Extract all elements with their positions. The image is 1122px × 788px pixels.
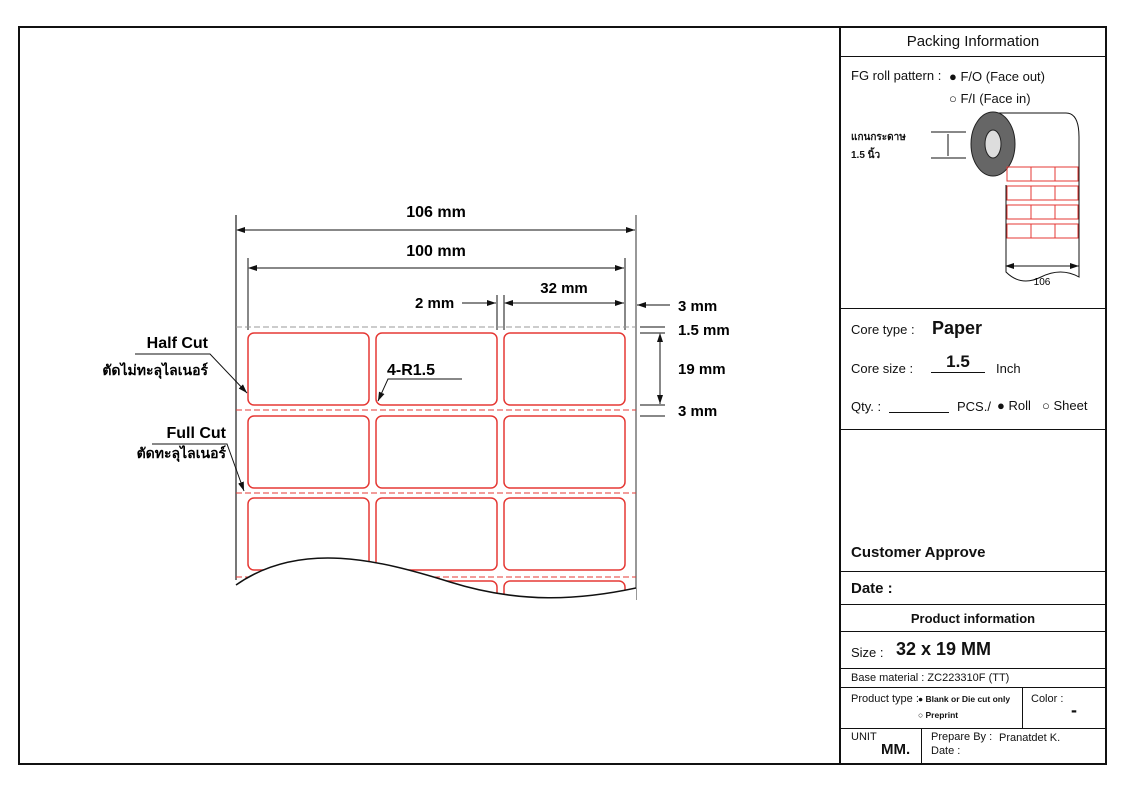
- die-cut-label: [503, 415, 626, 489]
- radio-sheet[interactable]: ○ Sheet: [1042, 398, 1088, 413]
- dim-print-width: 100 mm: [406, 243, 466, 260]
- size-label: Size :: [851, 645, 884, 660]
- die-cut-label: [375, 497, 498, 571]
- full-cut-label: Full Cut: [166, 425, 226, 442]
- die-cut-label: [503, 332, 626, 406]
- core-size-value[interactable]: 1.5: [931, 352, 985, 373]
- dim-label-width: 32 mm: [540, 280, 588, 297]
- roll-label: Roll: [1008, 398, 1031, 413]
- core-label-thai: แกนกระดาษ: [851, 132, 906, 143]
- unit-value: MM.: [881, 741, 911, 758]
- die-cut-label: [247, 332, 370, 406]
- dim-total-width: 106 mm: [406, 204, 466, 221]
- size-row: Size : 32 x 19 MM: [841, 632, 1105, 669]
- qty-field[interactable]: [889, 412, 949, 413]
- radio-roll[interactable]: ● Roll: [997, 398, 1031, 413]
- packing-title: Packing Information: [906, 33, 1040, 50]
- prepare-by-label: Prepare By :: [931, 731, 993, 743]
- dim-side-margin: 3 mm: [678, 298, 717, 315]
- dim-top-margin: 1.5 mm: [678, 322, 730, 339]
- preprint-label: Preprint: [925, 710, 959, 720]
- die-cut-label: [503, 497, 626, 571]
- approve-date-row: Date :: [841, 572, 1105, 605]
- roll-width-label: 106: [1034, 277, 1051, 288]
- drawing-frame: [18, 26, 1107, 765]
- info-panel: Packing Information FG roll pattern : ● …: [839, 26, 1105, 763]
- core-type-value: Paper: [932, 318, 983, 338]
- approve-date-label: Date :: [851, 580, 893, 597]
- half-cut-label: Half Cut: [147, 335, 209, 352]
- customer-approve-label: Customer Approve: [851, 544, 986, 561]
- core-section: Core type : Paper Core size : 1.5 Inch Q…: [841, 309, 1105, 430]
- product-header: Product information: [841, 605, 1105, 632]
- prepare-by-value: Pranatdet K.: [999, 732, 1061, 744]
- face-in-label: F/I (Face in): [960, 91, 1031, 106]
- core-size-label: Core size :: [851, 361, 914, 376]
- tear-edge: [235, 557, 637, 599]
- dim-row-gap: 3 mm: [678, 403, 717, 420]
- customer-approve-section: Customer Approve: [841, 430, 1105, 572]
- unit-row: UNIT MM. Prepare By : Pranatdet K. Date …: [841, 729, 1105, 763]
- corner-radius-note: 4-R1.5: [387, 362, 435, 379]
- product-type-row: Product type : ● Blank or Die cut only ○…: [841, 688, 1105, 729]
- radio-face-in[interactable]: ○ F/I (Face in): [949, 91, 1031, 106]
- pcs-label: PCS./: [957, 399, 991, 414]
- core-type-label: Core type :: [851, 322, 915, 337]
- dim-gap: 2 mm: [415, 295, 454, 312]
- packing-section: FG roll pattern : ● F/O (Face out) ○ F/I…: [841, 57, 1105, 309]
- label-layout-drawing: 106 mm 100 mm 2 mm 32 mm 3 mm 1.5 mm 19 …: [102, 204, 730, 654]
- color-value: -: [1071, 700, 1077, 720]
- color-label: Color :: [1031, 693, 1064, 705]
- die-cut-label: [375, 415, 498, 489]
- size-value: 32 x 19 MM: [896, 639, 992, 659]
- radio-blank[interactable]: ● Blank or Die cut only: [918, 694, 1011, 704]
- face-out-label: F/O (Face out): [960, 69, 1045, 84]
- product-type-label: Product type :: [851, 693, 919, 705]
- die-cut-label: [375, 332, 498, 406]
- die-cut-label: [247, 415, 370, 489]
- roll-pattern-label: FG roll pattern :: [851, 68, 942, 83]
- base-material: Base material : ZC223310F (TT): [851, 672, 1010, 684]
- core-size-unit: Inch: [996, 361, 1021, 376]
- radio-preprint[interactable]: ○ Preprint: [918, 710, 959, 720]
- blank-label: Blank or Die cut only: [925, 694, 1011, 704]
- base-material-row: Base material : ZC223310F (TT): [841, 669, 1105, 688]
- full-cut-lines: [236, 326, 636, 578]
- prepare-date-label: Date :: [931, 745, 961, 757]
- dim-label-height: 19 mm: [678, 361, 726, 378]
- radio-face-out[interactable]: ● F/O (Face out): [949, 69, 1045, 84]
- sheet-label: Sheet: [1053, 398, 1088, 413]
- core-size-thai: 1.5 นิ้ว: [851, 150, 881, 161]
- unit-label: UNIT: [851, 731, 877, 743]
- half-cut-thai: ตัดไม่ทะลุไลเนอร์: [102, 361, 208, 379]
- qty-label: Qty. :: [851, 399, 882, 414]
- full-cut-thai: ตัดทะลุไลเนอร์: [137, 444, 227, 462]
- product-title: Product information: [910, 611, 1036, 626]
- packing-header: Packing Information: [841, 26, 1105, 57]
- roll-illustration: 106: [931, 111, 1080, 288]
